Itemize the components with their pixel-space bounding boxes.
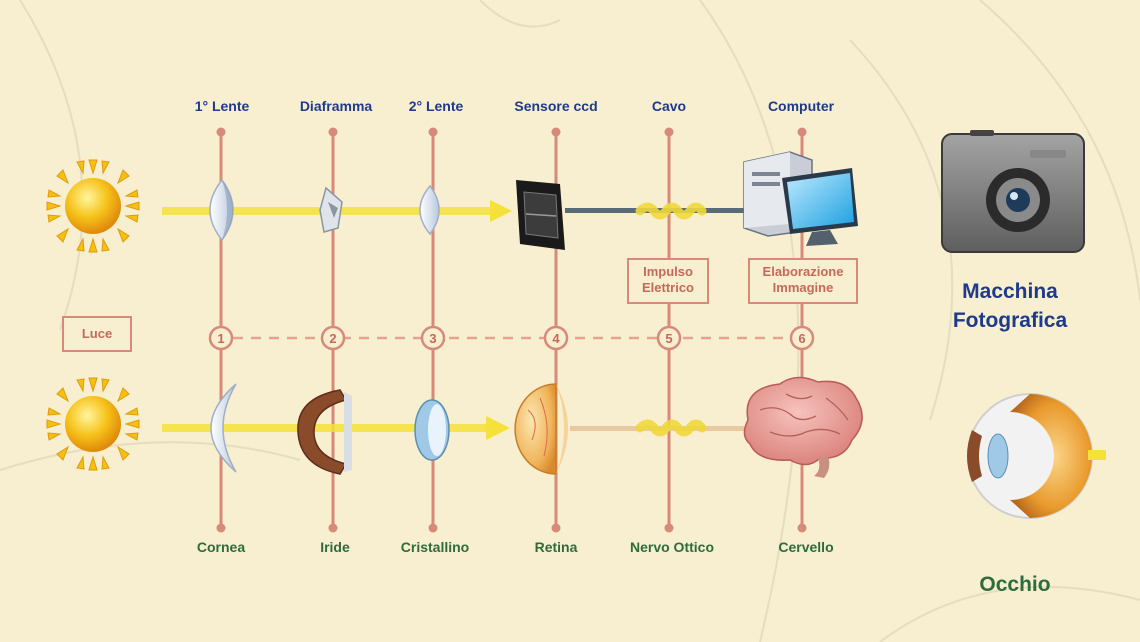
column-endpoint-4-bottom — [551, 523, 561, 533]
number-circle-1 — [208, 325, 234, 351]
sun-icon-bottom — [46, 377, 140, 471]
number-circle-2 — [320, 325, 346, 351]
number-label-3: 3 — [429, 331, 436, 346]
column-endpoint-3-top — [428, 127, 438, 137]
bottom-label-optic-nerve: Nervo Ottico — [629, 539, 714, 555]
column-endpoint-5-top — [664, 127, 674, 137]
number-label-1: 1 — [217, 331, 224, 346]
processing-label-line-2: Immagine — [772, 280, 834, 295]
number-label-2: 2 — [329, 331, 336, 346]
number-label-6: 6 — [798, 331, 805, 346]
number-circle-3 — [420, 325, 446, 351]
processing-label: Elaborazione Immagine — [748, 258, 858, 304]
camera-title-line-1: Macchina — [962, 280, 1058, 303]
top-label-ccd-sensor: Sensore ccd — [514, 98, 598, 114]
camera-title-line-2: Fotografica — [952, 309, 1068, 332]
eye-icon — [967, 393, 1106, 519]
brain-icon — [743, 376, 863, 478]
bottom-label-crystalline: Cristallino — [400, 539, 470, 555]
column-endpoint-2-bottom — [328, 523, 338, 533]
number-label-5: 5 — [665, 331, 672, 346]
lens-2-icon — [419, 184, 440, 236]
number-circle-6 — [789, 325, 815, 351]
eye-title: Occhio — [979, 573, 1051, 596]
number-circle-5 — [656, 325, 682, 351]
column-lines — [216, 127, 807, 533]
impulse-wave-icon-bottom — [635, 419, 707, 437]
column-endpoint-2-top — [328, 127, 338, 137]
top-label-lens-2: 2° Lente — [408, 98, 464, 114]
impulse-label: Impulso Elettrico — [627, 258, 709, 304]
bottom-label-iris: Iride — [320, 539, 350, 555]
column-endpoint-1-top — [216, 127, 226, 137]
column-endpoint-6-bottom — [797, 523, 807, 533]
column-endpoint-6-top — [797, 127, 807, 137]
number-label-4: 4 — [552, 331, 560, 346]
light-label: Luce — [62, 316, 132, 352]
camera-title: Macchina Fotografica — [930, 277, 1090, 335]
iris-icon — [297, 389, 352, 475]
sun-icon-top — [46, 159, 140, 253]
impulse-label-line-2: Elettrico — [641, 280, 694, 295]
bottom-label-cornea: Cornea — [196, 539, 246, 555]
top-label-computer: Computer — [767, 98, 835, 114]
ccd-sensor-icon — [516, 180, 565, 250]
bottom-label-brain: Cervello — [778, 539, 834, 555]
number-circle-4 — [543, 325, 569, 351]
number-circles: 1 2 3 4 5 6 — [208, 325, 815, 351]
crystalline-lens-icon — [414, 399, 450, 461]
column-endpoint-3-bottom — [428, 523, 438, 533]
bottom-label-retina: Retina — [534, 539, 578, 555]
camera-icon — [941, 130, 1085, 253]
column-endpoint-1-bottom — [216, 523, 226, 533]
lens-1-shadow — [222, 180, 233, 240]
diaphragm-icon — [319, 186, 343, 233]
top-label-cable: Cavo — [651, 98, 687, 114]
processing-label-line-1: Elaborazione — [762, 264, 844, 279]
retina-icon — [514, 383, 568, 475]
impulse-wave-icon-top — [635, 202, 707, 220]
column-endpoint-4-top — [551, 127, 561, 137]
impulse-label-line-1: Impulso — [643, 264, 693, 279]
column-endpoint-5-bottom — [664, 523, 674, 533]
top-label-lens-1: 1° Lente — [194, 98, 250, 114]
cornea-icon — [210, 383, 237, 473]
top-label-diaphragm: Diaframma — [299, 98, 373, 114]
computer-icon — [743, 151, 858, 246]
